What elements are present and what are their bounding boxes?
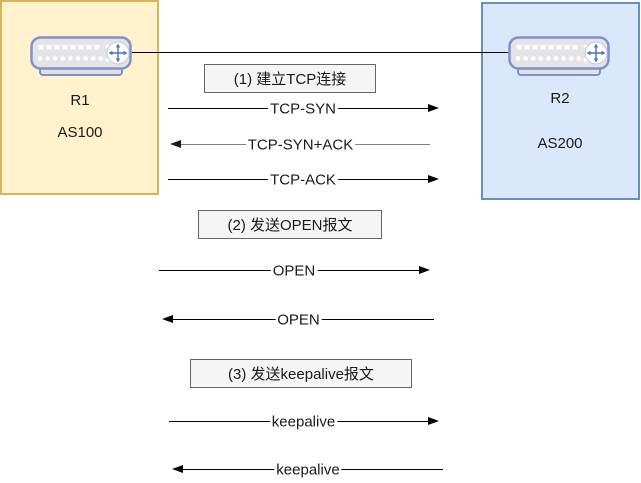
step1-callout: (1) 建立TCP连接 xyxy=(204,64,376,93)
router-icon xyxy=(30,36,132,77)
message-label: keepalive xyxy=(269,413,338,431)
message-label: OPEN xyxy=(275,311,322,329)
as200-node-box xyxy=(481,2,640,200)
router-name-r2: R2 xyxy=(550,90,570,107)
step3-callout-label: (3) 发送keepalive报文 xyxy=(228,366,374,383)
message-label: TCP-ACK xyxy=(268,171,338,189)
as-number-r2: AS200 xyxy=(537,135,583,152)
step2-callout: (2) 发送OPEN报文 xyxy=(198,210,382,239)
arrowhead-left-icon xyxy=(170,140,181,148)
as100-node-box xyxy=(0,0,159,195)
as-number-r1: AS100 xyxy=(57,124,103,141)
step2-callout-label: (2) 发送OPEN报文 xyxy=(227,217,353,234)
step3-callout: (3) 发送keepalive报文 xyxy=(190,359,412,388)
arrowhead-right-icon xyxy=(428,104,439,112)
arrowhead-left-icon xyxy=(172,465,183,473)
arrowhead-right-icon xyxy=(419,266,430,274)
step1-callout-label: (1) 建立TCP连接 xyxy=(233,71,347,88)
router-name-r1: R1 xyxy=(70,92,90,109)
message-label: TCP-SYN+ACK xyxy=(245,136,356,154)
message-label: keepalive xyxy=(274,461,342,479)
arrowhead-left-icon xyxy=(162,315,173,323)
message-label: OPEN xyxy=(270,262,318,280)
message-label: TCP-SYN xyxy=(268,100,338,118)
arrowhead-right-icon xyxy=(428,417,439,425)
router-icon xyxy=(508,36,610,77)
r1-r2-link-line xyxy=(132,52,510,53)
arrowhead-right-icon xyxy=(428,175,439,183)
